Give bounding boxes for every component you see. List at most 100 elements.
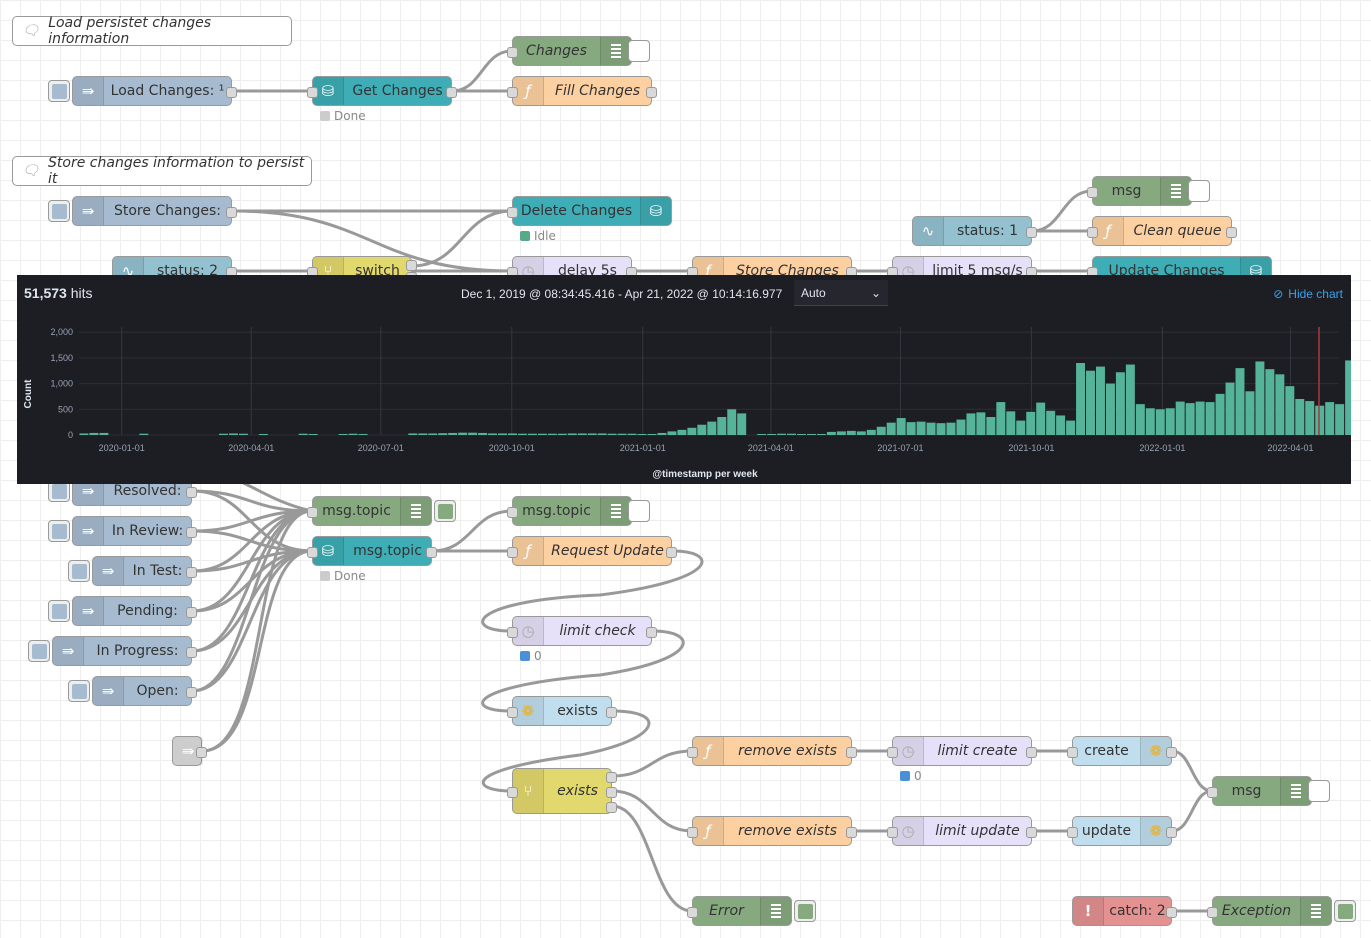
input-port[interactable] — [507, 87, 518, 98]
output-port[interactable] — [1226, 227, 1237, 238]
input-port[interactable] — [307, 87, 318, 98]
node-clean-queue[interactable]: ƒ Clean queue — [1087, 216, 1237, 246]
output-port[interactable] — [1026, 227, 1037, 238]
output-port[interactable] — [186, 527, 197, 538]
input-port[interactable] — [507, 507, 518, 518]
node-exists-switch[interactable]: ⑂ exists — [507, 768, 617, 814]
inject-button[interactable] — [68, 680, 90, 702]
node-in-test[interactable]: ⇛ In Test: — [92, 556, 197, 586]
input-port[interactable] — [507, 207, 518, 218]
output-port[interactable] — [1166, 907, 1177, 918]
node-link-in-unnamed[interactable]: ⇛ — [172, 736, 207, 766]
input-port[interactable] — [1087, 187, 1098, 198]
node-get-changes[interactable]: ⛁ Get Changes — [307, 76, 457, 106]
debug-toggle-button[interactable] — [628, 40, 650, 62]
node-catch[interactable]: ! catch: 2 — [1072, 896, 1177, 926]
node-in-progress[interactable]: ⇛ In Progress: — [52, 636, 197, 666]
inject-button[interactable] — [48, 600, 70, 622]
node-update[interactable]: update ❁ — [1067, 816, 1177, 846]
interval-select[interactable]: Auto ⌄ — [794, 280, 888, 306]
inject-button[interactable] — [28, 640, 50, 662]
debug-toggle-button[interactable] — [1308, 780, 1330, 802]
node-pending[interactable]: ⇛ Pending: — [72, 596, 197, 626]
comment-store-info[interactable]: 🗨︎ Store changes information to persist … — [12, 155, 312, 187]
output-port[interactable] — [446, 87, 457, 98]
output-port[interactable] — [226, 207, 237, 218]
inject-button[interactable] — [48, 200, 70, 222]
output-port[interactable] — [1026, 747, 1037, 758]
node-status-1[interactable]: ∿ status: 1 — [912, 216, 1037, 246]
input-port[interactable] — [1207, 907, 1218, 918]
output-port[interactable] — [1026, 827, 1037, 838]
input-port[interactable] — [1207, 787, 1218, 798]
output-port[interactable] — [186, 687, 197, 698]
input-port[interactable] — [507, 547, 518, 558]
node-msg-topic-debug-2[interactable]: msg.topic — [507, 496, 632, 526]
input-port[interactable] — [507, 47, 518, 58]
output-port[interactable] — [846, 827, 857, 838]
node-msg-topic-debug[interactable]: msg.topic — [307, 496, 432, 526]
debug-toggle-button[interactable] — [1188, 180, 1210, 202]
node-delete-changes[interactable]: Delete Changes ⛁ — [507, 196, 672, 226]
node-msg-debug-right[interactable]: msg — [1207, 776, 1312, 806]
output-port[interactable] — [196, 747, 207, 758]
output-port[interactable] — [646, 87, 657, 98]
node-error[interactable]: Error — [687, 896, 792, 926]
output-port[interactable] — [226, 87, 237, 98]
node-changes-debug[interactable]: Changes — [507, 36, 632, 66]
input-port[interactable] — [307, 507, 318, 518]
debug-toggle-button[interactable] — [794, 900, 816, 922]
output-port[interactable] — [646, 627, 657, 638]
node-remove-exists-1[interactable]: ƒ remove exists — [687, 736, 857, 766]
node-remove-exists-2[interactable]: ƒ remove exists — [687, 816, 857, 846]
input-port[interactable] — [1067, 827, 1078, 838]
node-limit-check[interactable]: ◷ limit check — [507, 616, 657, 646]
output-port[interactable] — [846, 747, 857, 758]
input-port[interactable] — [887, 747, 898, 758]
output-port[interactable] — [606, 772, 617, 783]
node-in-review[interactable]: ⇛ In Review: — [72, 516, 197, 546]
debug-toggle-button[interactable] — [628, 500, 650, 522]
input-port[interactable] — [507, 787, 518, 798]
output-port[interactable] — [1166, 747, 1177, 758]
node-msg-topic-db[interactable]: ⛁ msg.topic — [307, 536, 437, 566]
debug-toggle-button[interactable] — [1334, 900, 1356, 922]
input-port[interactable] — [687, 747, 698, 758]
input-port[interactable] — [1087, 227, 1098, 238]
inject-button[interactable] — [48, 520, 70, 542]
output-port[interactable] — [406, 260, 417, 271]
node-create[interactable]: create ❁ — [1067, 736, 1177, 766]
node-open[interactable]: ⇛ Open: — [92, 676, 197, 706]
node-exception[interactable]: Exception — [1207, 896, 1332, 926]
input-port[interactable] — [687, 827, 698, 838]
node-fill-changes[interactable]: ƒ Fill Changes — [507, 76, 657, 106]
inject-button[interactable] — [68, 560, 90, 582]
input-port[interactable] — [307, 547, 318, 558]
node-request-update[interactable]: ƒ Request Update — [507, 536, 677, 566]
output-port[interactable] — [606, 707, 617, 718]
output-port[interactable] — [186, 487, 197, 498]
output-port[interactable] — [606, 787, 617, 798]
input-port[interactable] — [887, 827, 898, 838]
node-limit-create[interactable]: ◷ limit create — [887, 736, 1037, 766]
input-port[interactable] — [1067, 747, 1078, 758]
node-limit-update[interactable]: ◷ limit update — [887, 816, 1037, 846]
output-port[interactable] — [186, 647, 197, 658]
node-store-changes-link[interactable]: ⇛ Store Changes: — [72, 196, 237, 226]
input-port[interactable] — [507, 707, 518, 718]
output-port[interactable] — [1166, 827, 1177, 838]
node-msg-debug-top[interactable]: msg — [1087, 176, 1192, 206]
debug-toggle-button[interactable] — [434, 500, 456, 522]
input-port[interactable] — [687, 907, 698, 918]
output-port[interactable] — [666, 547, 677, 558]
input-port[interactable] — [507, 627, 518, 638]
inject-button[interactable] — [48, 80, 70, 102]
node-load-changes[interactable]: ⇛ Load Changes: ¹ — [72, 76, 237, 106]
output-port[interactable] — [186, 607, 197, 618]
output-port[interactable] — [606, 802, 617, 813]
hide-chart-button[interactable]: ⊘ Hide chart — [1273, 287, 1343, 301]
inject-button[interactable] — [48, 480, 70, 502]
node-exists-es[interactable]: ❁ exists — [507, 696, 617, 726]
output-port[interactable] — [186, 567, 197, 578]
